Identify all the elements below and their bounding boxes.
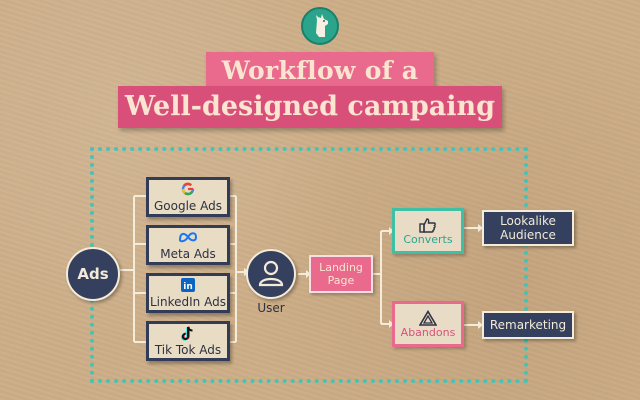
google-ads-card: Google Ads bbox=[146, 177, 230, 217]
lookalike-audience-node: Lookalike Audience bbox=[482, 210, 574, 246]
remarketing-node: Remarketing bbox=[482, 311, 574, 339]
thumbs-up-icon bbox=[419, 217, 436, 233]
tiktok-ads-card: Tik Tok Ads bbox=[146, 321, 230, 361]
google-icon bbox=[181, 181, 195, 197]
lookalike-audience-label: Lookalike Audience bbox=[500, 214, 556, 242]
warning-icon bbox=[419, 309, 437, 326]
ads-node: Ads bbox=[66, 247, 120, 301]
converts-label: Converts bbox=[403, 232, 453, 246]
user-node bbox=[246, 249, 296, 299]
remarketing-label: Remarketing bbox=[489, 318, 567, 332]
llama-icon bbox=[316, 14, 328, 37]
linkedin-icon: in bbox=[181, 277, 195, 293]
converts-node: Converts bbox=[392, 208, 464, 254]
meta-ads-card: Meta Ads bbox=[146, 225, 230, 265]
linkedin-ads-card: in LinkedIn Ads bbox=[146, 273, 230, 313]
landing-page-node: Landing Page bbox=[309, 255, 373, 293]
google-ads-label: Google Ads bbox=[154, 199, 222, 213]
title-line-1: Workflow of a bbox=[206, 52, 434, 90]
meta-ads-label: Meta Ads bbox=[160, 247, 216, 261]
user-icon bbox=[258, 260, 284, 287]
abandons-node: Abandons bbox=[392, 301, 464, 347]
ads-label: Ads bbox=[77, 265, 109, 283]
svg-text:in: in bbox=[183, 282, 193, 292]
landing-page-label: Landing Page bbox=[319, 261, 363, 287]
meta-icon bbox=[178, 229, 198, 245]
linkedin-ads-label: LinkedIn Ads bbox=[150, 295, 226, 309]
title-line-2: Well-designed campaing bbox=[118, 86, 502, 128]
user-label: User bbox=[257, 301, 285, 315]
abandons-label: Abandons bbox=[400, 325, 456, 339]
llama-logo bbox=[301, 7, 339, 45]
tiktok-icon bbox=[181, 325, 195, 341]
tiktok-ads-label: Tik Tok Ads bbox=[154, 343, 222, 357]
